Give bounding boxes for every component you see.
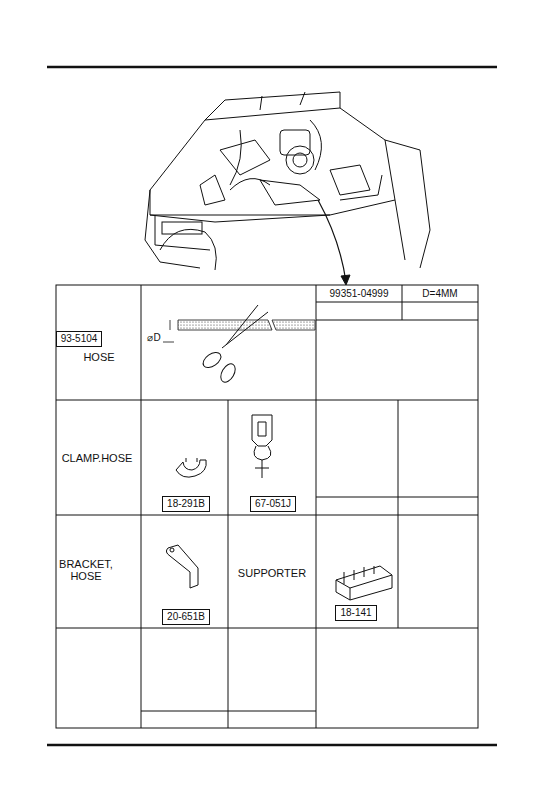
dimension: ⌀D bbox=[147, 332, 160, 344]
part-name: BRACKET, HOSE bbox=[56, 558, 116, 582]
part-number: 18-141 bbox=[340, 607, 371, 618]
part-name: SUPPORTER bbox=[238, 567, 306, 579]
part-name: HOSE bbox=[83, 351, 114, 363]
bracket-icon bbox=[166, 545, 198, 588]
part-number-box: 93-5104 bbox=[56, 331, 103, 347]
top-rule bbox=[47, 66, 497, 69]
supporter-icon bbox=[336, 566, 392, 600]
part-number-box: 18-141 bbox=[335, 605, 376, 621]
part-number: 18-291B bbox=[167, 498, 205, 509]
leader-arrow bbox=[341, 275, 350, 285]
vehicle-illustration bbox=[145, 92, 430, 270]
hose-symbol bbox=[163, 320, 315, 342]
dimension: D=4MM bbox=[422, 288, 457, 300]
part-number: 99351-04999 bbox=[330, 288, 389, 300]
bottom-rule bbox=[47, 744, 497, 747]
part-number: 67-051J bbox=[255, 498, 291, 509]
part-number: 93-5104 bbox=[61, 333, 98, 344]
clamp-icon bbox=[252, 415, 272, 478]
clamp-icon bbox=[176, 458, 206, 477]
part-number: 20-651B bbox=[167, 611, 205, 622]
scissors bbox=[200, 305, 268, 385]
parts-table bbox=[56, 285, 478, 728]
part-number-box: 20-651B bbox=[162, 609, 210, 625]
leader-line bbox=[318, 200, 346, 282]
part-name: CLAMP.HOSE bbox=[62, 452, 133, 464]
part-number-box: 18-291B bbox=[162, 496, 210, 512]
part-number-box: 67-051J bbox=[250, 496, 296, 512]
